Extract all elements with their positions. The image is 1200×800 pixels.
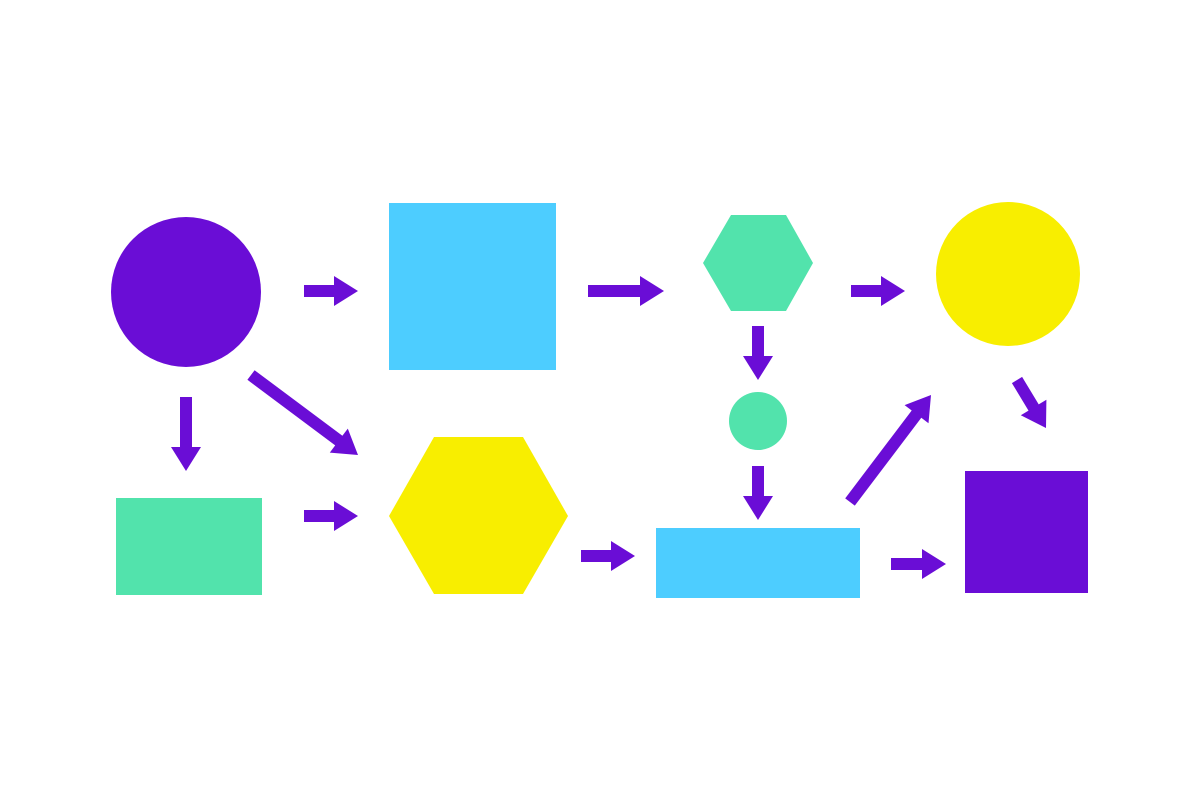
arrow-n3-to-n5 — [743, 326, 773, 380]
node-n9-purple-square[interactable] — [965, 471, 1088, 593]
arrow-n8-to-n4 — [845, 395, 931, 506]
node-n5-green-circle[interactable] — [729, 392, 787, 450]
arrow-n6-to-n7 — [304, 501, 358, 531]
node-n2-blue-square[interactable] — [389, 203, 556, 370]
arrow-n5-to-n8 — [743, 466, 773, 520]
node-n6-green-rectangle[interactable] — [116, 498, 262, 595]
arrow-n3-to-n4 — [851, 276, 905, 306]
arrow-n1-to-n6 — [171, 397, 201, 471]
arrow-n4-to-n9 — [1011, 376, 1047, 428]
node-n4-yellow-circle[interactable] — [936, 202, 1080, 346]
arrow-n2-to-n3 — [588, 276, 664, 306]
arrow-n7-to-n8 — [581, 541, 635, 571]
node-n3-green-hexagon[interactable] — [703, 215, 813, 311]
node-n1-purple-circle[interactable] — [111, 217, 261, 367]
node-n8-blue-rectangle[interactable] — [656, 528, 860, 598]
arrow-n8-to-n9 — [891, 549, 946, 579]
arrow-n1-to-n7 — [247, 370, 358, 455]
node-n7-yellow-hexagon[interactable] — [389, 437, 568, 594]
arrow-n1-to-n2 — [304, 276, 358, 306]
